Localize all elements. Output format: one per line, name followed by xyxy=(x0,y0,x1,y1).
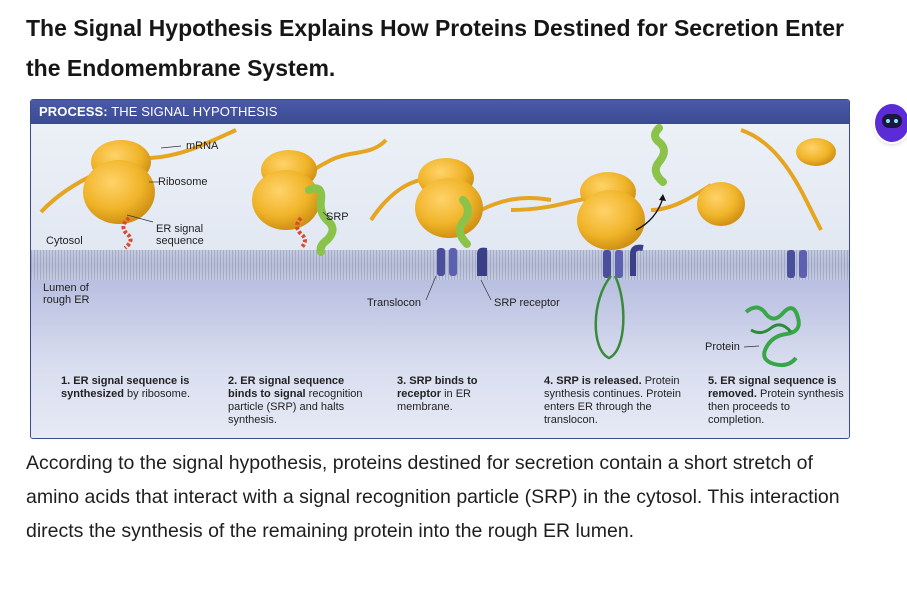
label-mrna: mRNA xyxy=(186,140,219,152)
er-lumen xyxy=(31,280,849,438)
translocon xyxy=(787,250,795,278)
ribosome-large-subunit xyxy=(577,190,645,250)
srp-particle xyxy=(455,196,472,248)
label-er-signal: ER signal sequence xyxy=(156,223,204,247)
step4-art xyxy=(510,124,713,360)
step2-art xyxy=(252,138,388,256)
step-2-caption: 2. ER signal sequence binds to signal re… xyxy=(228,375,363,426)
figure-header-title: THE SIGNAL HYPOTHESIS xyxy=(111,104,278,119)
step-5-caption: 5. ER signal sequence is removed. Protei… xyxy=(708,375,844,426)
folded-protein-icon xyxy=(744,305,801,368)
label-lumen: Lumen of rough ER xyxy=(43,282,90,306)
step-4-caption: 4. SRP is released. Protein synthesis co… xyxy=(544,375,681,426)
assistant-bot-icon[interactable] xyxy=(875,104,907,142)
mrna-strand xyxy=(39,128,237,214)
ribosome-large-subunit xyxy=(415,178,483,238)
label-srp: SRP xyxy=(326,211,349,223)
translocon xyxy=(603,250,611,278)
label-protein: Protein xyxy=(705,341,740,353)
nascent-protein xyxy=(594,275,625,360)
ribosome-large-subunit xyxy=(252,170,320,230)
step-3-caption: 3. SRP binds to receptor in ER membrane. xyxy=(397,375,478,413)
label-ribosome: Ribosome xyxy=(158,176,208,188)
figure-header: PROCESS: THE SIGNAL HYPOTHESIS xyxy=(31,100,849,124)
mrna-strand xyxy=(740,128,823,231)
process-illustration xyxy=(39,124,836,368)
ribosome-large-subunit xyxy=(697,182,745,226)
srp-receptor xyxy=(630,244,644,276)
ribosome-small-subunit xyxy=(796,138,836,166)
step1-art xyxy=(39,128,237,250)
released-srp xyxy=(651,124,668,186)
figure-header-bold: PROCESS: xyxy=(39,104,108,119)
ribosome-large-subunit xyxy=(83,160,155,224)
label-srp-receptor: SRP receptor xyxy=(494,297,560,309)
er-signal-sequence xyxy=(121,216,133,250)
step3-art xyxy=(369,158,552,301)
translocon xyxy=(437,248,445,276)
body-paragraph: According to the signal hypothesis, prot… xyxy=(26,452,840,542)
label-cytosol: Cytosol xyxy=(46,235,83,247)
srp-receptor xyxy=(477,247,487,276)
srp-particle xyxy=(305,184,337,256)
label-translocon: Translocon xyxy=(367,297,422,309)
signal-hypothesis-figure: PROCESS: THE SIGNAL HYPOTHESIS xyxy=(30,99,850,439)
er-signal-sequence xyxy=(295,216,307,250)
page-heading: The Signal Hypothesis Explains How Prote… xyxy=(26,15,844,81)
release-arrow-icon xyxy=(635,197,664,231)
step-1-caption: 1. ER signal sequence is synthesized by … xyxy=(61,375,190,400)
step5-art xyxy=(697,128,836,368)
